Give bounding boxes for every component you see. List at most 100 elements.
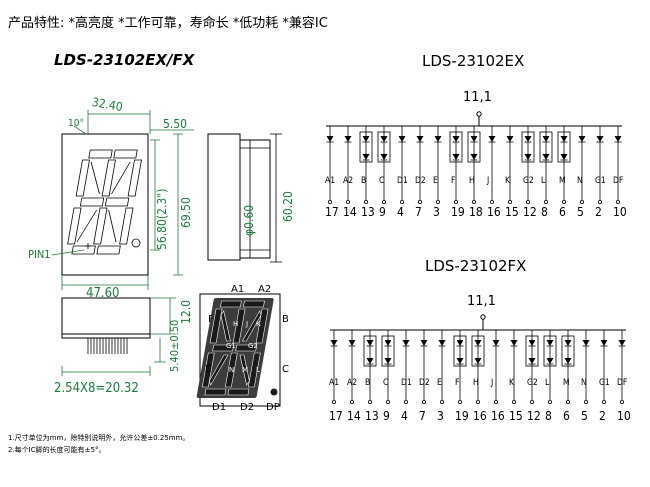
pin-number: 16	[487, 205, 501, 219]
diode-icon	[600, 340, 608, 346]
diode-icon	[402, 340, 410, 346]
segment-label: H	[473, 378, 479, 388]
segment-label: K	[505, 176, 511, 186]
pin-number: 10	[617, 409, 631, 423]
pin-number: 2	[599, 409, 606, 423]
dim-angle: 10°	[68, 118, 84, 129]
pin-number: 16	[491, 409, 505, 423]
dim-right-offset: 5.50	[163, 117, 187, 131]
seg-DP: DP	[266, 402, 280, 413]
segment-label: K	[509, 378, 515, 388]
pin-number: 9	[383, 409, 390, 423]
diode-icon	[438, 340, 446, 346]
segment-label: A2	[347, 378, 357, 388]
dim-pin-length: 5.40±0.50	[168, 320, 181, 372]
diode-icon	[474, 340, 482, 346]
diode-icon	[488, 136, 496, 142]
features-line: 产品特性: *高亮度 *工作可靠，寿命长 *低功耗 *兼容IC	[8, 15, 328, 31]
circuit-2: A117A214B13C9D14D27E3F19H16J16K15G212L8M…	[329, 314, 631, 423]
segment-label: G2	[523, 176, 534, 186]
diode-icon	[330, 340, 338, 346]
led-branch: J16	[486, 126, 501, 219]
led-branch: D27	[415, 126, 426, 219]
pin-number: 4	[401, 409, 408, 423]
seg-E: E	[205, 364, 211, 375]
diode-icon	[546, 358, 554, 364]
pin-number: 13	[365, 409, 379, 423]
front-dp	[131, 238, 141, 248]
segment-label: A2	[343, 176, 353, 186]
led-branch: J 16	[490, 330, 505, 423]
led-branch: N5	[577, 126, 586, 219]
led-branch: H18	[467, 126, 483, 219]
diode-icon	[506, 136, 514, 142]
segment-label: N	[581, 378, 587, 388]
pin-number: 3	[437, 409, 444, 423]
segment-label: M	[563, 378, 570, 388]
led-branch: D14	[397, 126, 408, 219]
diode-icon	[456, 358, 464, 364]
pin-number: 14	[343, 205, 357, 219]
seg-G1: G1	[226, 342, 236, 350]
diode-icon	[560, 154, 568, 160]
pin-number: 15	[505, 205, 519, 219]
led-branch: M6	[561, 330, 575, 423]
segment-label: L	[545, 378, 550, 388]
diode-icon	[416, 136, 424, 142]
led-branch: A2 14	[343, 126, 357, 219]
diode-icon	[380, 136, 388, 142]
pin-number: 17	[329, 409, 343, 423]
pin-number: 12	[527, 409, 541, 423]
seg-B: B	[282, 314, 289, 325]
led-branch: C9	[381, 330, 395, 423]
diode-icon	[492, 340, 500, 346]
diode-icon	[564, 358, 572, 364]
pin-number: 7	[415, 205, 422, 219]
led-branch: F19	[453, 330, 469, 423]
note-1: 1.尺寸单位为mm，除特别说明外，允许公差±0.25mm。	[8, 433, 189, 442]
pin-number: 8	[545, 409, 552, 423]
segment-label: G1	[599, 378, 610, 388]
dim-body-height: 69.50	[179, 197, 193, 228]
diode-icon	[470, 154, 478, 160]
led-branch: L8	[543, 330, 557, 423]
segment-label: B	[361, 176, 366, 186]
pin-number: 6	[563, 409, 570, 423]
led-branch: H16	[471, 330, 487, 423]
dim-pin-circle: φ0.60	[242, 205, 256, 236]
segment-label: DF	[613, 176, 623, 186]
segment-label: A1	[325, 176, 335, 186]
segment-map: A1 A2 F B H J K G1 G2 E C N M L D1 D2 DP	[196, 284, 289, 413]
diode-icon	[384, 358, 392, 364]
segment-label: E	[437, 378, 442, 388]
led-branch: L8	[539, 126, 553, 219]
seg-L: L	[256, 366, 260, 374]
pin-number: 8	[541, 205, 548, 219]
diode-icon	[564, 340, 572, 346]
pin-number: 9	[379, 205, 386, 219]
front-digit	[67, 149, 142, 255]
diode-icon	[542, 154, 550, 160]
seg-A2: A2	[258, 284, 271, 295]
segment-label: H	[469, 176, 475, 186]
diode-icon	[542, 136, 550, 142]
diode-icon	[524, 154, 532, 160]
segment-label: J	[490, 378, 493, 388]
led-branch: D27	[419, 330, 430, 423]
seg-C: C	[282, 364, 289, 375]
segment-label: N	[577, 176, 583, 186]
seg-D2: D2	[240, 402, 254, 413]
bottom-outline	[61, 297, 151, 335]
bottom-pins	[87, 338, 128, 354]
pin-number: 5	[581, 409, 588, 423]
pin-number: 19	[451, 205, 465, 219]
dp-dot	[270, 388, 278, 396]
led-branch: B13	[363, 330, 379, 423]
circuit-2-common: 11,1	[467, 294, 496, 309]
diode-icon	[366, 358, 374, 364]
